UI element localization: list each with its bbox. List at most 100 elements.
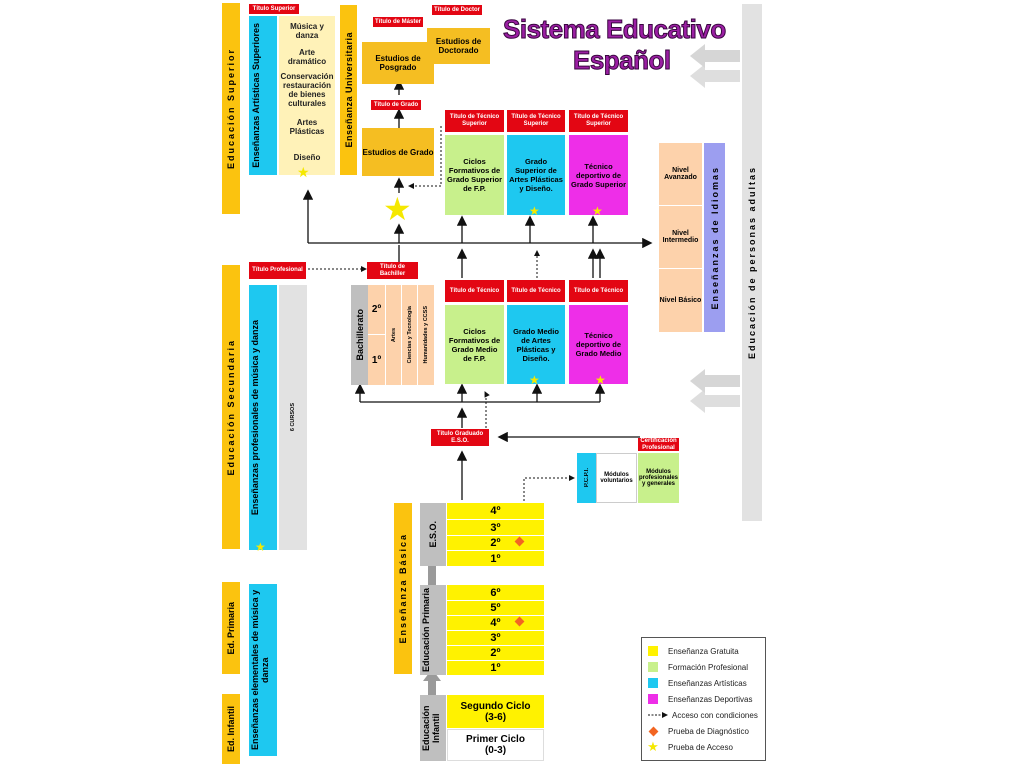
band-educacion-primaria: Ed. Primaria [222, 582, 240, 674]
list-item: Arte dramático [287, 48, 327, 66]
eso-year-3: 3º [447, 519, 544, 535]
band-educacion-secundaria: Educación Secundaria [222, 265, 240, 549]
modalidad-label: Ciencias y Tecnología [406, 306, 413, 364]
eso-years: 4º 3º 2º 1º [447, 503, 544, 566]
eso-year-4: 4º [490, 505, 501, 517]
elementales-bar: Enseñanzas elementales de música y danza [249, 584, 277, 756]
modalidad-ciencias: Ciencias y Tecnología [402, 285, 417, 385]
eso-year-2: 2º [447, 535, 544, 550]
band-ensenanza-universitaria: Enseñanza Universitaria [340, 5, 357, 175]
legend-item-deportivas: Enseñanzas Deportivas [648, 691, 759, 707]
nivel-avanzado: Nivel Avanzado [659, 143, 702, 206]
ciclos-grado-medio-box: Ciclos Formativos de Grado Medio de F.P. [445, 305, 504, 384]
segundo-ciclo-range: (3-6) [484, 711, 507, 723]
legend-item-prueba-acceso: ★ Prueba de Acceso [647, 739, 759, 755]
primaria-year-3: 3º [447, 630, 544, 645]
primaria-year-2: 2º [447, 645, 544, 660]
legend-label: Prueba de Acceso [668, 742, 733, 752]
modalidad-artes: Artes [386, 285, 401, 385]
titulo-tecnico-superior-badge-fp: Título de Técnico Superior [445, 110, 504, 132]
primer-ciclo: Primer Ciclo (0-3) [447, 729, 544, 761]
bachillerato-label-text: Bachillerato [354, 309, 365, 361]
band-ensenanza-basica: Enseñanza Básica [394, 503, 412, 674]
band-label: Educación Superior [226, 47, 236, 170]
main-title: Sistema Educativo Español [503, 14, 743, 76]
legend: Enseñanza Gratuita Formación Profesional… [641, 637, 766, 761]
legend-item-prueba-diagnostico: Prueba de Diagnóstico [648, 723, 759, 739]
band-educacion-infantil: Ed. Infantil [222, 694, 240, 764]
primaria-year-6: 6º [490, 586, 501, 599]
list-item: Música y danza [290, 22, 324, 40]
nivel-basico: Nivel Básico [659, 297, 702, 304]
modalidad-label: Humanidades y CCSS [423, 306, 429, 364]
dotted-arrow-icon [648, 710, 668, 720]
titulo-bachiller-badge: Título de Bachiller [367, 262, 418, 279]
tecnico-deportivo-superior-box: Técnico deportivo de Grado Superior [569, 135, 628, 215]
legend-label: Prueba de Diagnóstico [668, 726, 749, 736]
idiomas-levels: Nivel Avanzado Nivel Intermedio Nivel Bá… [659, 143, 702, 332]
star-icon: ★ [297, 164, 310, 180]
star-icon: ★ [592, 204, 603, 218]
band-label: Enseñanza Universitaria [343, 32, 354, 148]
profesionales-label: Enseñanzas profesionales de música y dan… [250, 319, 260, 516]
star-icon: ★ [383, 191, 412, 227]
band-ensenanzas-idiomas: Enseñanzas de Idiomas [704, 143, 725, 332]
legend-item-artisticas: Enseñanzas Artísticas [648, 675, 759, 691]
star-icon: ★ [595, 373, 606, 387]
primaria-years: 6º 5º 4º 3º 2º 1º [447, 585, 544, 675]
ciclos-grado-superior-box: Ciclos Formativos de Grado Superior de F… [445, 135, 504, 215]
titulo-profesional-badge: Título Profesional [249, 262, 306, 279]
primaria-year-5: 5º [447, 600, 544, 615]
modalidad-humanidades: Humanidades y CCSS [418, 285, 434, 385]
band-label: Enseñanzas de Idiomas [709, 165, 720, 310]
legend-item-gratuita: Enseñanza Gratuita [648, 643, 759, 659]
artisticas-superiores-bar: Enseñanzas Artísticas Superiores [249, 16, 277, 175]
band-label: Enseñanza Básica [398, 533, 408, 644]
primaria-year-1: 1º [447, 660, 544, 675]
star-icon: ★ [255, 540, 266, 554]
estudios-posgrado-box: Estudios de Posgrado [362, 42, 434, 84]
estudios-doctorado-box: Estudios de Doctorado [427, 28, 490, 64]
star-icon: ★ [647, 739, 659, 754]
primaria-label: Educación Primaria [420, 585, 446, 675]
list-item: Diseño [293, 152, 321, 162]
eso-year-1: 1º [447, 550, 544, 566]
modulos-profesionales-generales: Módulos profesionales y generales [638, 453, 679, 503]
titulo-doctor-badge: Título de Doctor [432, 5, 482, 15]
estudios-grado-box: Estudios de Grado [362, 128, 434, 176]
legend-swatch [648, 662, 658, 672]
grado-superior-artes-box: Grado Superior de Artes Plásticas y Dise… [507, 135, 565, 215]
legend-label: Enseñanza Gratuita [668, 646, 739, 656]
seis-cursos-bar: 6 CURSOS [279, 285, 307, 550]
legend-item-acceso-condiciones: Acceso con condiciones [648, 707, 759, 723]
title-line-2: Español [573, 45, 672, 76]
list-item: Conservación restauración de bienes cult… [280, 72, 334, 108]
titulo-grado-badge: Título de Grado [371, 100, 421, 110]
year-1: 1º [371, 354, 382, 366]
titulo-tecnico-badge-fp: Título de Técnico [445, 280, 504, 302]
band-label: Ed. Primaria [226, 601, 236, 655]
pcpi-label-text: P.C.P.I. [583, 468, 590, 488]
titulo-master-badge: Título de Máster [373, 17, 423, 27]
pcpi-label: P.C.P.I. [577, 453, 596, 503]
legend-swatch [648, 678, 658, 688]
bachillerato-label: Bachillerato [351, 285, 368, 385]
band-educacion-adultos: Educación de personas adultas [742, 4, 762, 521]
legend-swatch [648, 694, 658, 704]
star-icon: ★ [529, 204, 540, 218]
star-icon: ★ [529, 373, 540, 387]
tecnico-deportivo-medio-box: Técnico deportivo de Grado Medio [569, 305, 628, 384]
segundo-ciclo: Segundo Ciclo (3-6) [447, 695, 544, 728]
artisticas-superiores-label: Enseñanzas Artísticas Superiores [251, 23, 261, 168]
primaria-label-text: Educación Primaria [421, 587, 431, 673]
nivel-intermedio: Nivel Intermedio [659, 206, 702, 269]
diamond-icon [648, 726, 658, 736]
titulo-tecnico-badge-deporte: Título de Técnico [569, 280, 628, 302]
cursos-label: 6 CURSOS [290, 403, 296, 432]
infantil-label-text: Educación Infantil [421, 705, 441, 751]
titulo-superior-badge: Título Superior [249, 4, 299, 14]
band-educacion-superior: Educación Superior [222, 3, 240, 214]
titulo-graduado-eso-badge: Título Graduado E.S.O. [431, 429, 489, 446]
band-label: Educación de personas adultas [747, 165, 757, 360]
legend-item-fp: Formación Profesional [648, 659, 759, 675]
